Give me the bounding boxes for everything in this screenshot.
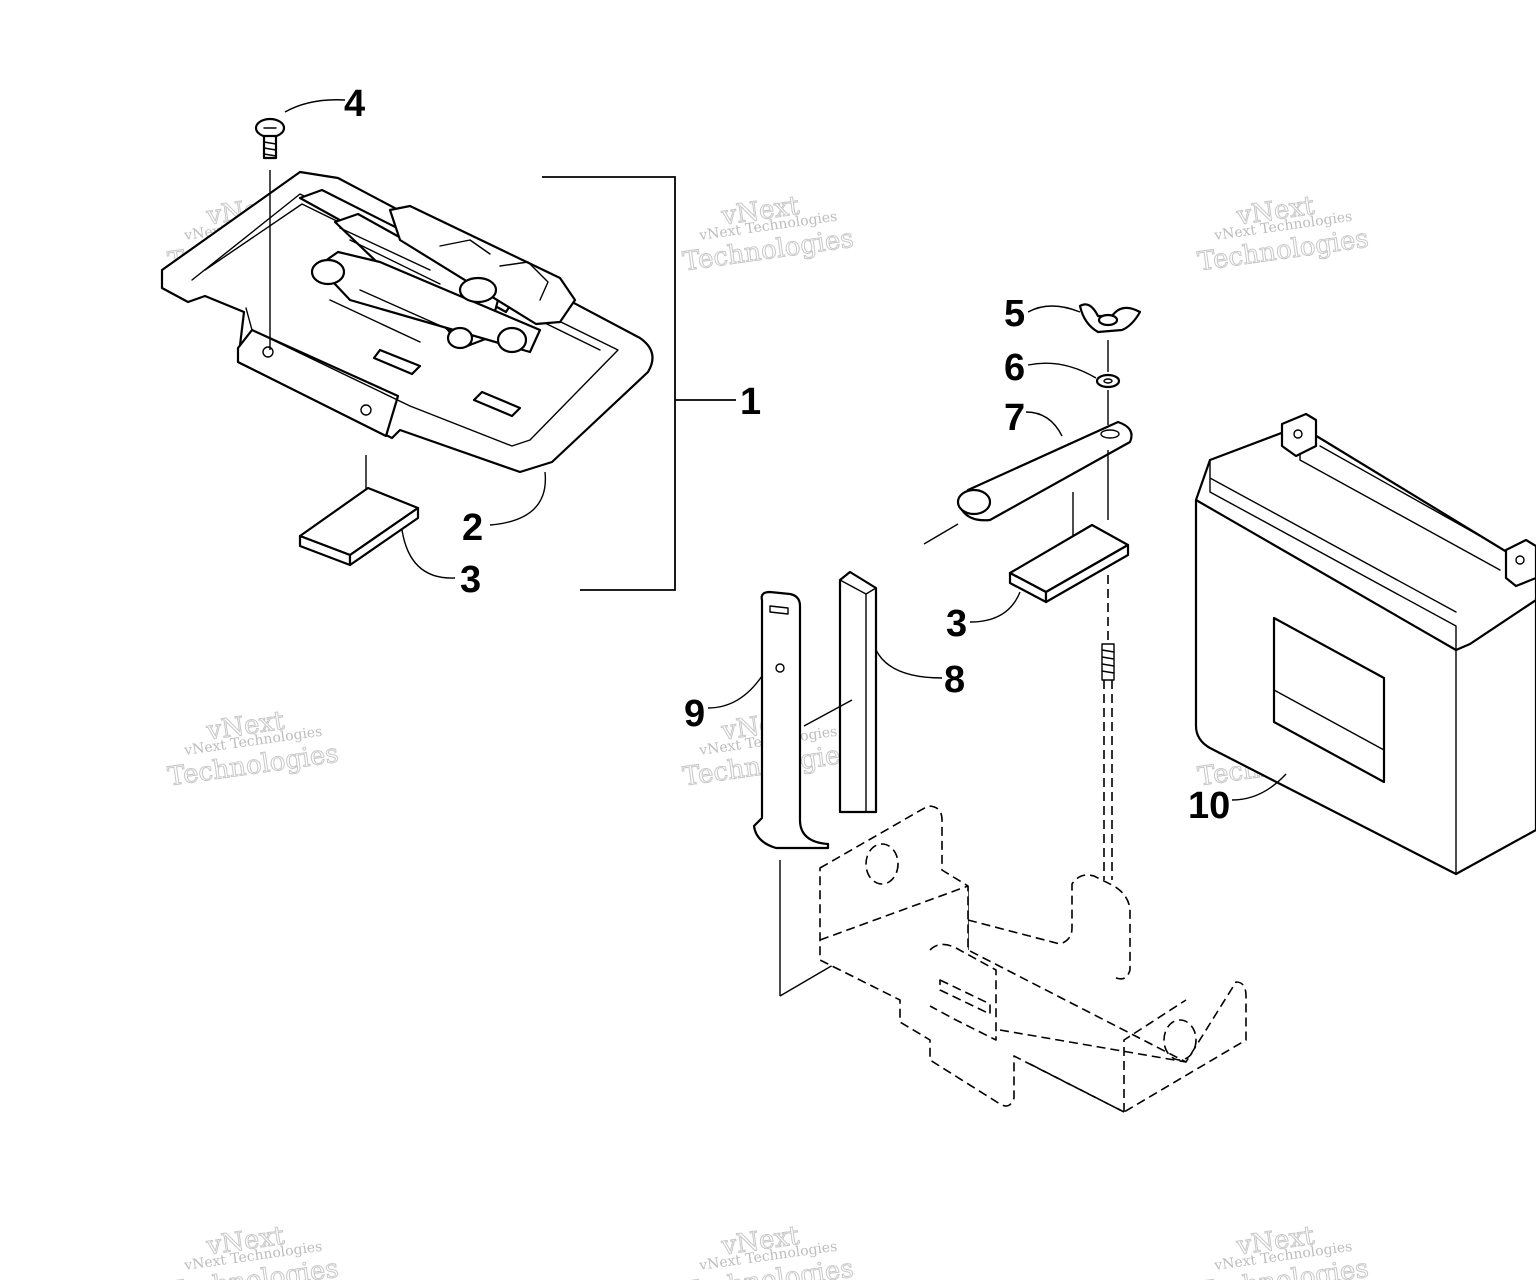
callout-7: 7	[1004, 397, 1025, 439]
wing-nut-part-5	[1078, 303, 1142, 334]
watermark: vNext Technologies vNext Technologies	[1195, 1220, 1371, 1280]
socket-driver	[388, 204, 577, 326]
pad-part-3-right	[1008, 523, 1130, 604]
battery-part-10	[1194, 412, 1536, 876]
leader-5	[1027, 305, 1081, 313]
tray-clip	[372, 348, 422, 376]
callout-6: 6	[1004, 347, 1025, 389]
leader-4	[284, 99, 346, 113]
tool-tray	[160, 170, 654, 474]
screw-part-4	[254, 117, 286, 350]
callout-1: 1	[740, 381, 761, 423]
bar-part-8	[803, 570, 878, 814]
battery-tray-dashed	[819, 805, 1247, 1113]
tray-clip	[472, 390, 522, 418]
socket-head	[310, 258, 346, 286]
flange-hole	[360, 404, 372, 416]
battery-terminal	[1504, 538, 1536, 588]
assembly-bracket	[542, 176, 736, 591]
callout-4: 4	[344, 83, 365, 125]
strap-part-7	[923, 420, 1133, 545]
leader-3a	[401, 529, 456, 579]
leader-7	[1025, 411, 1063, 437]
watermark: vNext Technologies vNext Technologies	[165, 705, 341, 793]
callout-10: 10	[1188, 785, 1230, 827]
leader-2	[489, 471, 547, 526]
threaded-rod	[1101, 575, 1115, 880]
leader-3b	[969, 591, 1021, 623]
watermark: vNext Technologies vNext Technologies	[165, 1220, 341, 1280]
callout-8: 8	[944, 659, 965, 701]
watermark: vNext Technologies vNext Technologies	[680, 1220, 856, 1280]
leader-8	[875, 649, 943, 679]
watermark: vNext Technologies vNext Technologies	[680, 190, 856, 278]
tool-tray-assembly	[160, 170, 654, 474]
callout-3: 3	[460, 559, 481, 601]
flange-hole	[262, 346, 274, 358]
watermark: vNext Technologies vNext Technologies	[1195, 190, 1371, 278]
leader-6	[1027, 362, 1097, 379]
callout-2: 2	[462, 507, 483, 549]
callout-9: 9	[684, 693, 705, 735]
leader-10	[1231, 773, 1287, 801]
washer-part-6	[1095, 373, 1121, 389]
wrench	[316, 250, 542, 354]
socket-head	[458, 276, 498, 304]
callout-labels: 1 2 3 4 5 6 7 3 8 9 10	[344, 83, 1230, 827]
callout-5: 5	[1004, 293, 1025, 335]
pad-part-3	[298, 455, 420, 567]
socket-head	[496, 326, 528, 354]
leader-9	[707, 675, 763, 709]
battery-terminal	[1280, 412, 1318, 458]
socket-head	[446, 326, 474, 350]
battery-label	[1272, 616, 1386, 784]
callout-3b: 3	[946, 603, 967, 645]
tray-flange	[236, 328, 400, 438]
